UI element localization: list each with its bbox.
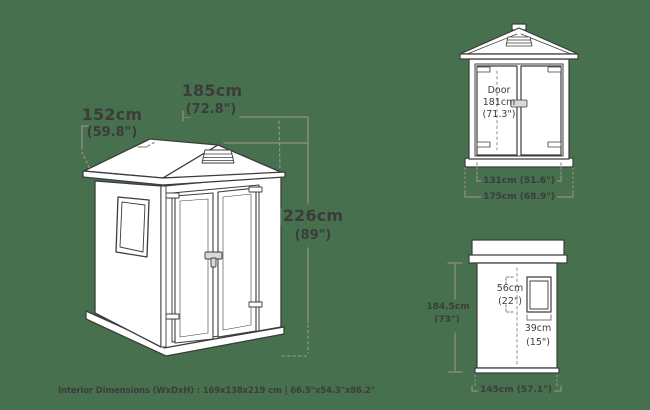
hinge-icon [165,186,263,320]
door-height-cm-label: 181cm [482,97,516,108]
door-handle-icon [510,99,528,108]
main-height-in-label: (89") [292,228,334,243]
main-dimension-lines [81,110,309,357]
front-right-door-shape [520,65,562,156]
main-depth-cm-label: 152cm [81,105,143,124]
side-window-shape [526,276,552,313]
vent-icon [201,149,235,164]
door-label: Door [487,85,511,96]
door-height-in-label: (71.3") [482,109,516,120]
window-width-cm-label: 39cm [524,323,552,334]
left-door-shape [174,192,214,344]
vent-icon [505,36,533,47]
main-width-in-label: (72.8") [183,102,239,117]
main-width-cm-label: 185cm [181,81,243,100]
main-shed-drawing [82,138,286,357]
interior-dimensions-text: Interior Dimensions (WxDxH) : 169x138x21… [58,386,375,396]
side-height-cm-label: 184.5cm [424,302,472,313]
window-height-cm-label: 56cm [496,283,524,294]
window-height-in-label: (22") [498,296,522,307]
side-height-in-label: (73") [432,315,462,326]
window-width-in-label: (15") [526,337,550,348]
front-inner-width-label: 131cm (51.6") [481,176,557,187]
main-height-cm-label: 226cm [280,206,346,225]
front-outer-width-label: 175cm (68.9") [481,192,557,203]
main-depth-in-label: (59.8") [86,125,138,140]
hinge-icon [476,66,562,148]
side-view-drawing [468,239,568,374]
door-handle-icon [204,251,223,268]
front-view-drawing [459,23,579,168]
side-depth-label: 145cm (57.1") [478,385,554,396]
right-door-shape [217,187,257,338]
